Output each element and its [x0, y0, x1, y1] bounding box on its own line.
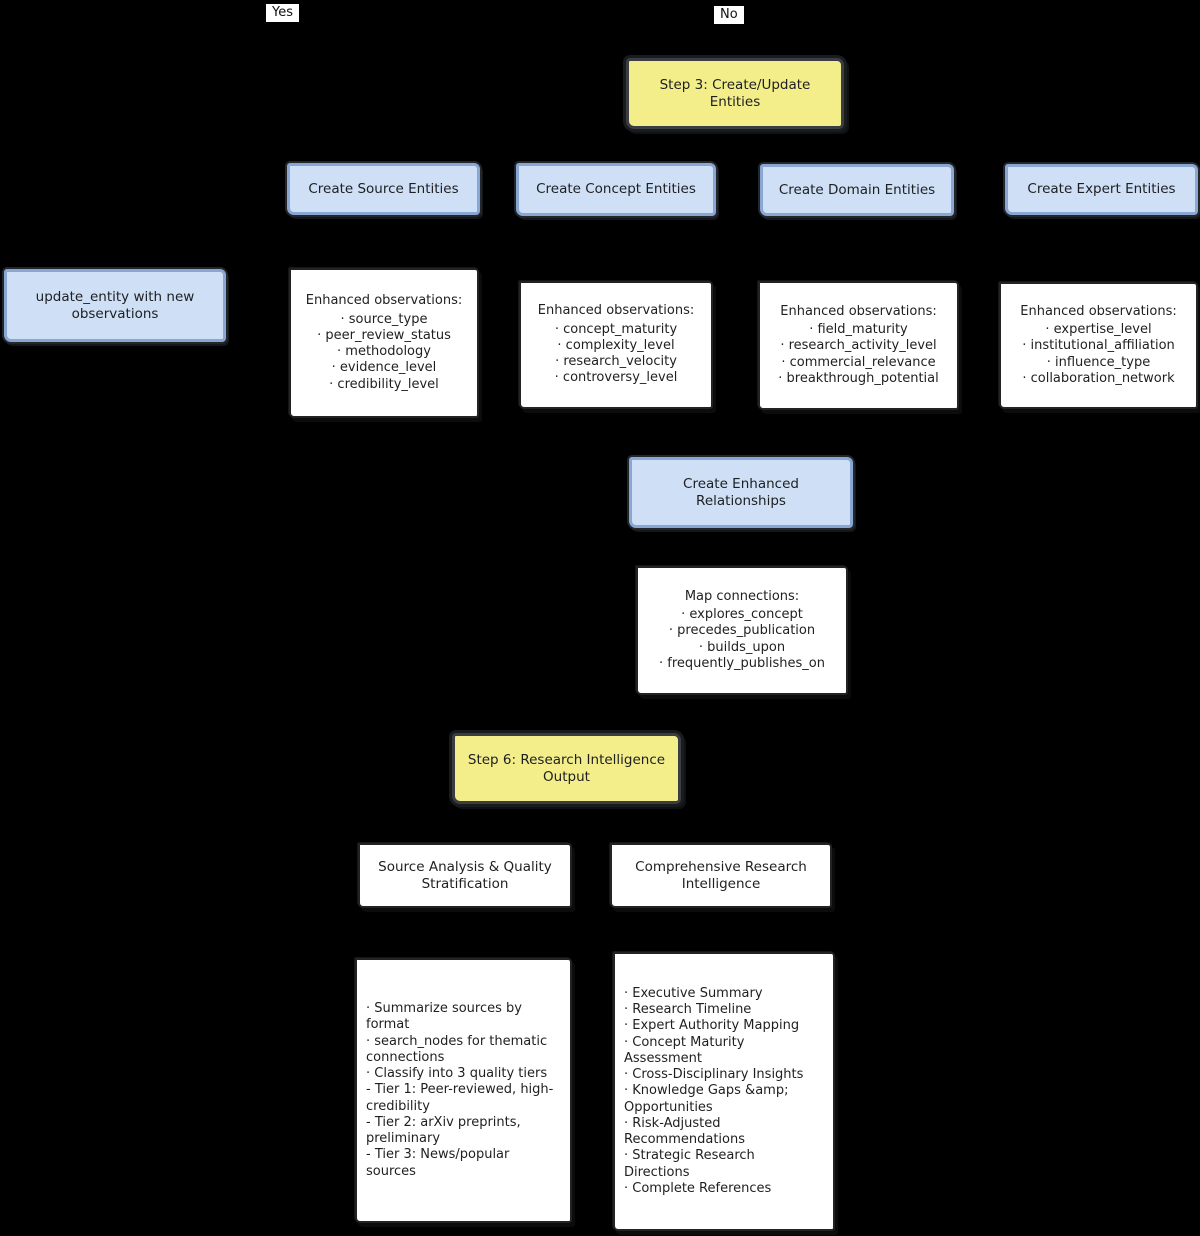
list-item: · complexity_level: [557, 337, 675, 353]
list-item: - Tier 2: arXiv preprints, preliminary: [366, 1114, 521, 1147]
node-create-domain-entities: Create Domain Entities: [760, 164, 954, 216]
node-source-analysis-header: Source Analysis & Quality Stratification: [358, 843, 572, 908]
list-item: · methodology: [337, 344, 431, 359]
node-step3-create-update-entities: Step 3: Create/Update Entities: [626, 58, 844, 129]
list-item: · Risk-Adjusted Recommendations: [624, 1115, 746, 1148]
list-item: · collaboration_network: [1022, 370, 1175, 386]
list-item: · research_velocity: [555, 354, 677, 370]
details-list: · Summarize sources by format· search_no…: [366, 1001, 561, 1180]
list-item: · controversy_level: [554, 370, 678, 386]
node-create-expert-entities: Create Expert Entities: [1005, 164, 1198, 215]
details-list: · Executive Summary· Research Timeline· …: [624, 986, 824, 1197]
edge-label-yes: Yes: [266, 4, 299, 23]
node-create-concept-entities: Create Concept Entities: [516, 163, 716, 216]
node-source-analysis-details: · Summarize sources by format· search_no…: [355, 958, 572, 1223]
node-expert-observations: Enhanced observations: · expertise_level…: [999, 282, 1198, 409]
list-item: · Complete References: [624, 1180, 772, 1196]
details-title: Enhanced observations:: [305, 293, 463, 309]
list-item: · field_maturity: [809, 322, 908, 338]
details-list: · concept_maturity· complexity_level· re…: [555, 322, 678, 387]
node-source-observations: Enhanced observations: · source_type· pe…: [289, 268, 479, 418]
node-domain-observations: Enhanced observations: · field_maturity·…: [758, 281, 959, 410]
node-create-enhanced-relationships: Create Enhanced Relationships: [629, 457, 853, 528]
list-item: · Research Timeline: [624, 1002, 752, 1018]
list-item: · influence_type: [1046, 354, 1151, 370]
list-item: · builds_upon: [698, 639, 786, 655]
details-list: · explores_concept· precedes_publication…: [659, 607, 825, 672]
list-item: · Strategic Research Directions: [624, 1148, 755, 1180]
node-step6-research-intelligence-output: Step 6: Research Intelligence Output: [452, 733, 681, 804]
list-item: · institutional_affiliation: [1022, 338, 1175, 354]
list-item: · credibility_level: [329, 376, 439, 392]
node-comprehensive-research-header: Comprehensive Research Intelligence: [610, 843, 832, 908]
list-item: · peer_review_status: [317, 327, 451, 343]
list-item: · Knowledge Gaps &amp; Opportunities: [624, 1083, 789, 1115]
list-item: · research_activity_level: [780, 338, 937, 354]
node-concept-observations: Enhanced observations: · concept_maturit…: [519, 281, 713, 409]
details-list: · source_type· peer_review_status· metho…: [317, 312, 451, 393]
list-item: · source_type: [340, 311, 428, 327]
node-comprehensive-research-details: · Executive Summary· Research Timeline· …: [613, 952, 835, 1231]
details-title: Enhanced observations:: [1020, 303, 1177, 319]
node-map-connections: Map connections: · explores_concept· pre…: [636, 566, 848, 695]
details-list: · expertise_level· institutional_affilia…: [1022, 322, 1175, 387]
list-item: - Tier 1: Peer-reviewed, high-credibilit…: [366, 1082, 554, 1114]
list-item: · breakthrough_potential: [778, 370, 939, 386]
list-item: · frequently_publishes_on: [659, 655, 825, 671]
list-item: · concept_maturity: [554, 321, 678, 337]
list-item: · Executive Summary: [624, 985, 763, 1001]
list-item: · commercial_relevance: [781, 354, 936, 370]
list-item: · explores_concept: [681, 607, 803, 623]
edge-label-no: No: [714, 6, 744, 25]
list-item: · expertise_level: [1045, 322, 1152, 338]
list-item: · Classify into 3 quality tiers: [366, 1066, 548, 1082]
details-title: Enhanced observations:: [537, 303, 695, 319]
list-item: - Tier 3: News/popular sources: [366, 1147, 510, 1179]
details-list: · field_maturity· research_activity_leve…: [778, 322, 938, 387]
list-item: · evidence_level: [331, 360, 437, 376]
list-item: · Expert Authority Mapping: [624, 1018, 800, 1034]
details-title: Enhanced observations:: [780, 303, 937, 319]
node-update-entity: update_entity with new observations: [4, 269, 226, 342]
list-item: · search_nodes for thematic connections: [366, 1033, 548, 1065]
list-item: · Concept Maturity Assessment: [624, 1034, 745, 1066]
details-title: Map connections:: [684, 588, 800, 604]
list-item: · Summarize sources by format: [366, 1001, 522, 1033]
node-create-source-entities: Create Source Entities: [287, 163, 480, 215]
list-item: · precedes_publication: [668, 623, 816, 639]
list-item: · Cross-Disciplinary Insights: [624, 1067, 804, 1083]
